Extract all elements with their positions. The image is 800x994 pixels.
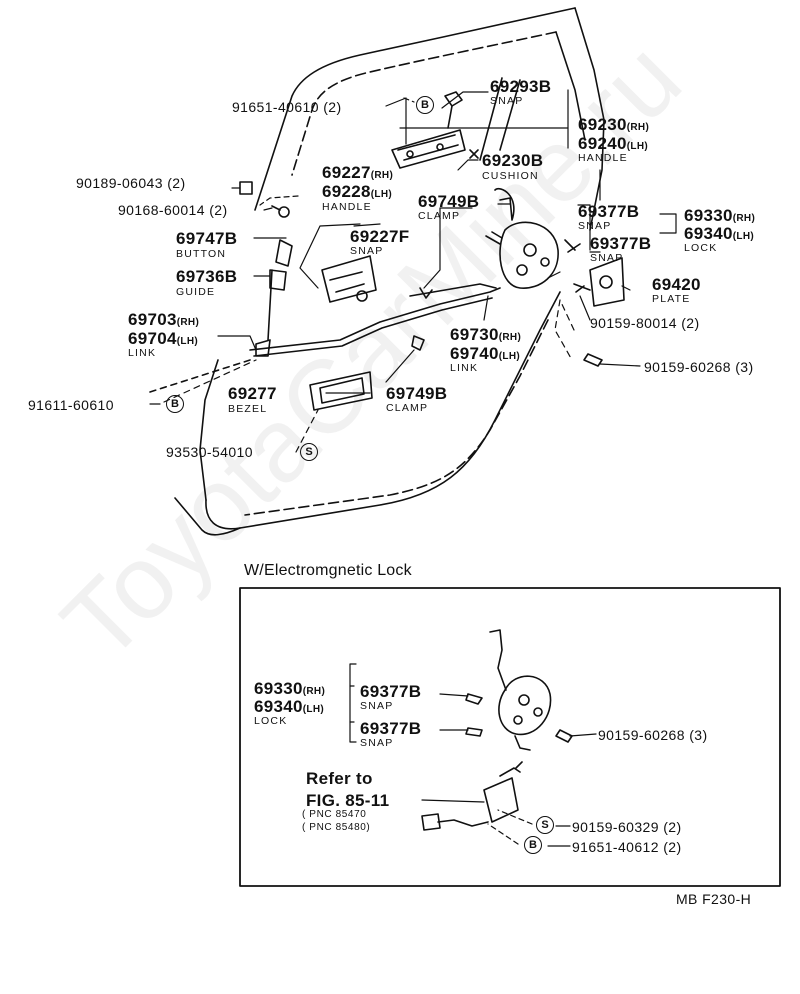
part-69736B: 69736B <box>176 267 238 286</box>
inside-handle-drawing <box>309 255 377 411</box>
screw-badge-s: S <box>300 443 318 461</box>
bolt-badge-b-2: B <box>166 395 184 413</box>
inset-lock-drawing <box>421 629 573 831</box>
part-69230B: 69230B <box>482 151 544 170</box>
part-91651-40610: 91651-40610 (2) <box>232 99 342 115</box>
inset-caption-snap-1: SNAP <box>360 700 394 712</box>
figure-code: MB F230-H <box>676 891 752 907</box>
caption-snap-2: SNAP <box>578 220 612 232</box>
part-90189-06043: 90189-06043 (2) <box>76 175 186 191</box>
part-69377B-1: 69377B <box>578 202 640 221</box>
inset-part-69377B-2: 69377B <box>360 719 422 738</box>
part-69227-rh: 69227(RH) <box>322 163 394 182</box>
part-69420: 69420 <box>652 275 701 294</box>
part-69747B: 69747B <box>176 229 238 248</box>
caption-link-2: LINK <box>450 362 479 374</box>
caption-bezel: BEZEL <box>228 403 268 415</box>
inset-pnc-2: ( PNC 85480) <box>302 822 371 833</box>
inset-fig-ref: FIG. 85-11 <box>306 791 390 810</box>
inset-refer-to: Refer to <box>306 769 373 788</box>
caption-clamp-1: CLAMP <box>418 210 461 222</box>
caption-plate: PLATE <box>652 293 691 305</box>
inset-part-90159-60329: 90159-60329 (2) <box>572 819 682 835</box>
caption-clamp-2: CLAMP <box>386 402 429 414</box>
part-69749B-1: 69749B <box>418 192 480 211</box>
screws-upper-left <box>239 181 290 218</box>
caption-lock-1: LOCK <box>684 242 718 254</box>
outside-handle-drawing <box>391 91 479 169</box>
inset-part-91651-40612: 91651-40612 (2) <box>572 839 682 855</box>
caption-link-1: LINK <box>128 347 157 359</box>
caption-guide: GUIDE <box>176 286 216 298</box>
caption-cushion: CUSHION <box>482 170 539 182</box>
part-69377B-2: 69377B <box>590 234 652 253</box>
part-90159-80014: 90159-80014 (2) <box>590 315 700 331</box>
inset-part-69330-rh: 69330(RH) <box>254 679 326 698</box>
part-69340-lh: 69340(LH) <box>684 224 754 243</box>
bolt-badge-b: B <box>416 96 434 114</box>
inset-caption-lock: LOCK <box>254 715 288 727</box>
part-69749B-2: 69749B <box>386 384 448 403</box>
inset-pnc-1: ( PNC 85470 <box>302 809 367 820</box>
part-69228-lh: 69228(LH) <box>322 182 392 201</box>
inset-box <box>239 587 781 887</box>
inset-bolt-badge-b: B <box>524 836 542 854</box>
part-90168-60014: 90168-60014 (2) <box>118 202 228 218</box>
caption-button: BUTTON <box>176 248 227 260</box>
part-69704-lh: 69704(LH) <box>128 329 198 348</box>
caption-handle-2: HANDLE <box>322 201 372 213</box>
caption-snap-4: SNAP <box>590 252 624 264</box>
part-69740-lh: 69740(LH) <box>450 344 520 363</box>
part-69293B: 69293B <box>490 77 552 96</box>
part-93530-54010: 93530-54010 <box>166 444 253 460</box>
inset-leader-lines <box>349 663 597 847</box>
part-90159-60268-main: 90159-60268 (3) <box>644 359 754 375</box>
part-69240-lh: 69240(LH) <box>578 134 648 153</box>
inset-part-90159-60268: 90159-60268 (3) <box>598 727 708 743</box>
inset-part-69340-lh: 69340(LH) <box>254 697 324 716</box>
part-91611-60610: 91611-60610 <box>28 397 114 413</box>
part-69730-rh: 69730(RH) <box>450 325 522 344</box>
inset-screw-badge-s: S <box>536 816 554 834</box>
part-69703-rh: 69703(RH) <box>128 310 200 329</box>
link-rods <box>249 239 501 357</box>
inset-caption-snap-2: SNAP <box>360 737 394 749</box>
part-69330-rh: 69330(RH) <box>684 206 756 225</box>
part-69230-rh: 69230(RH) <box>578 115 650 134</box>
leader-lines <box>149 89 677 453</box>
caption-handle-1: HANDLE <box>578 152 628 164</box>
caption-snap-1: SNAP <box>490 95 524 107</box>
part-69227F: 69227F <box>350 227 410 246</box>
door-frame-outline <box>149 7 605 536</box>
part-69277: 69277 <box>228 384 277 403</box>
caption-snap-3: SNAP <box>350 245 384 257</box>
inset-title: W/Electromgnetic Lock <box>244 562 412 579</box>
inset-part-69377B-1: 69377B <box>360 682 422 701</box>
